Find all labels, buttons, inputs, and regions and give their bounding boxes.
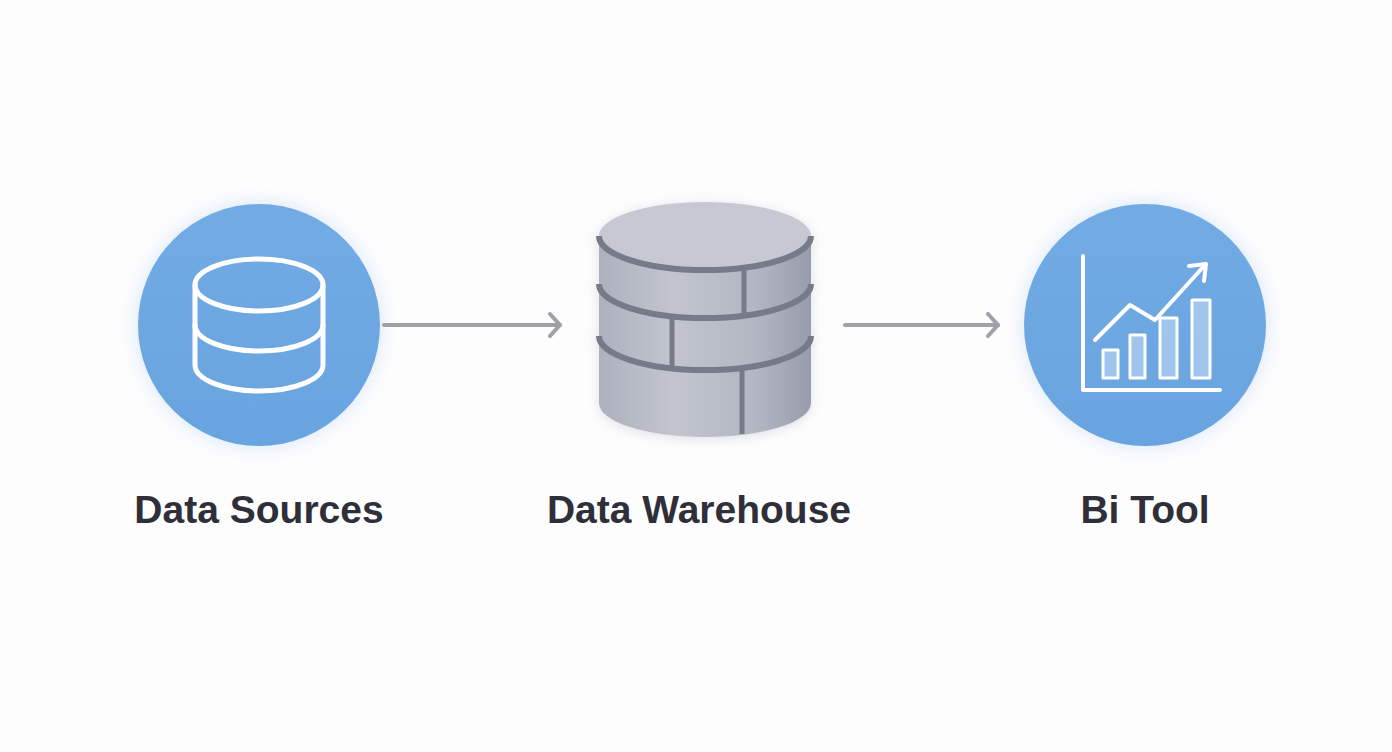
circle-node: Bi Tool [1023,203,1267,447]
brick-seam [670,317,675,367]
trend-line [1095,265,1205,340]
node-shape [137,203,381,447]
node-label: Data Warehouse [391,488,1007,532]
chart-bar [1103,350,1118,378]
flow-arrow [845,323,998,327]
node-shape [1023,203,1267,447]
chart-icon [1083,256,1220,390]
cylinder-groove [599,236,811,270]
database-top [195,259,323,311]
circle-node: Data Sources [137,203,381,447]
chart-bar [1192,300,1210,378]
node-label-group: Data Sources [0,488,581,532]
node-label: Data Sources [0,488,581,532]
cylinder-node: Data Warehouse [597,200,813,440]
node-label-group: Bi Tool [823,488,1392,532]
node-label: Bi Tool [823,488,1392,532]
cylinder-groove [599,336,811,370]
trend-arrow-head [1189,264,1206,281]
database-body [195,285,323,391]
flow-arrow [384,323,560,327]
brick-seam [742,269,747,315]
node-label-group: Data Warehouse [391,488,1007,532]
circle-outline [1024,204,1266,446]
cylinder-top [599,202,811,270]
database-ring [195,325,323,351]
chart-bar [1130,335,1145,378]
brick-seam [740,369,745,434]
chart-axes [1083,256,1220,390]
chart-bar [1160,318,1177,378]
circle-outline [138,204,380,446]
database-icon [195,259,323,391]
cylinder-groove [599,284,811,318]
node-shape [597,200,813,440]
